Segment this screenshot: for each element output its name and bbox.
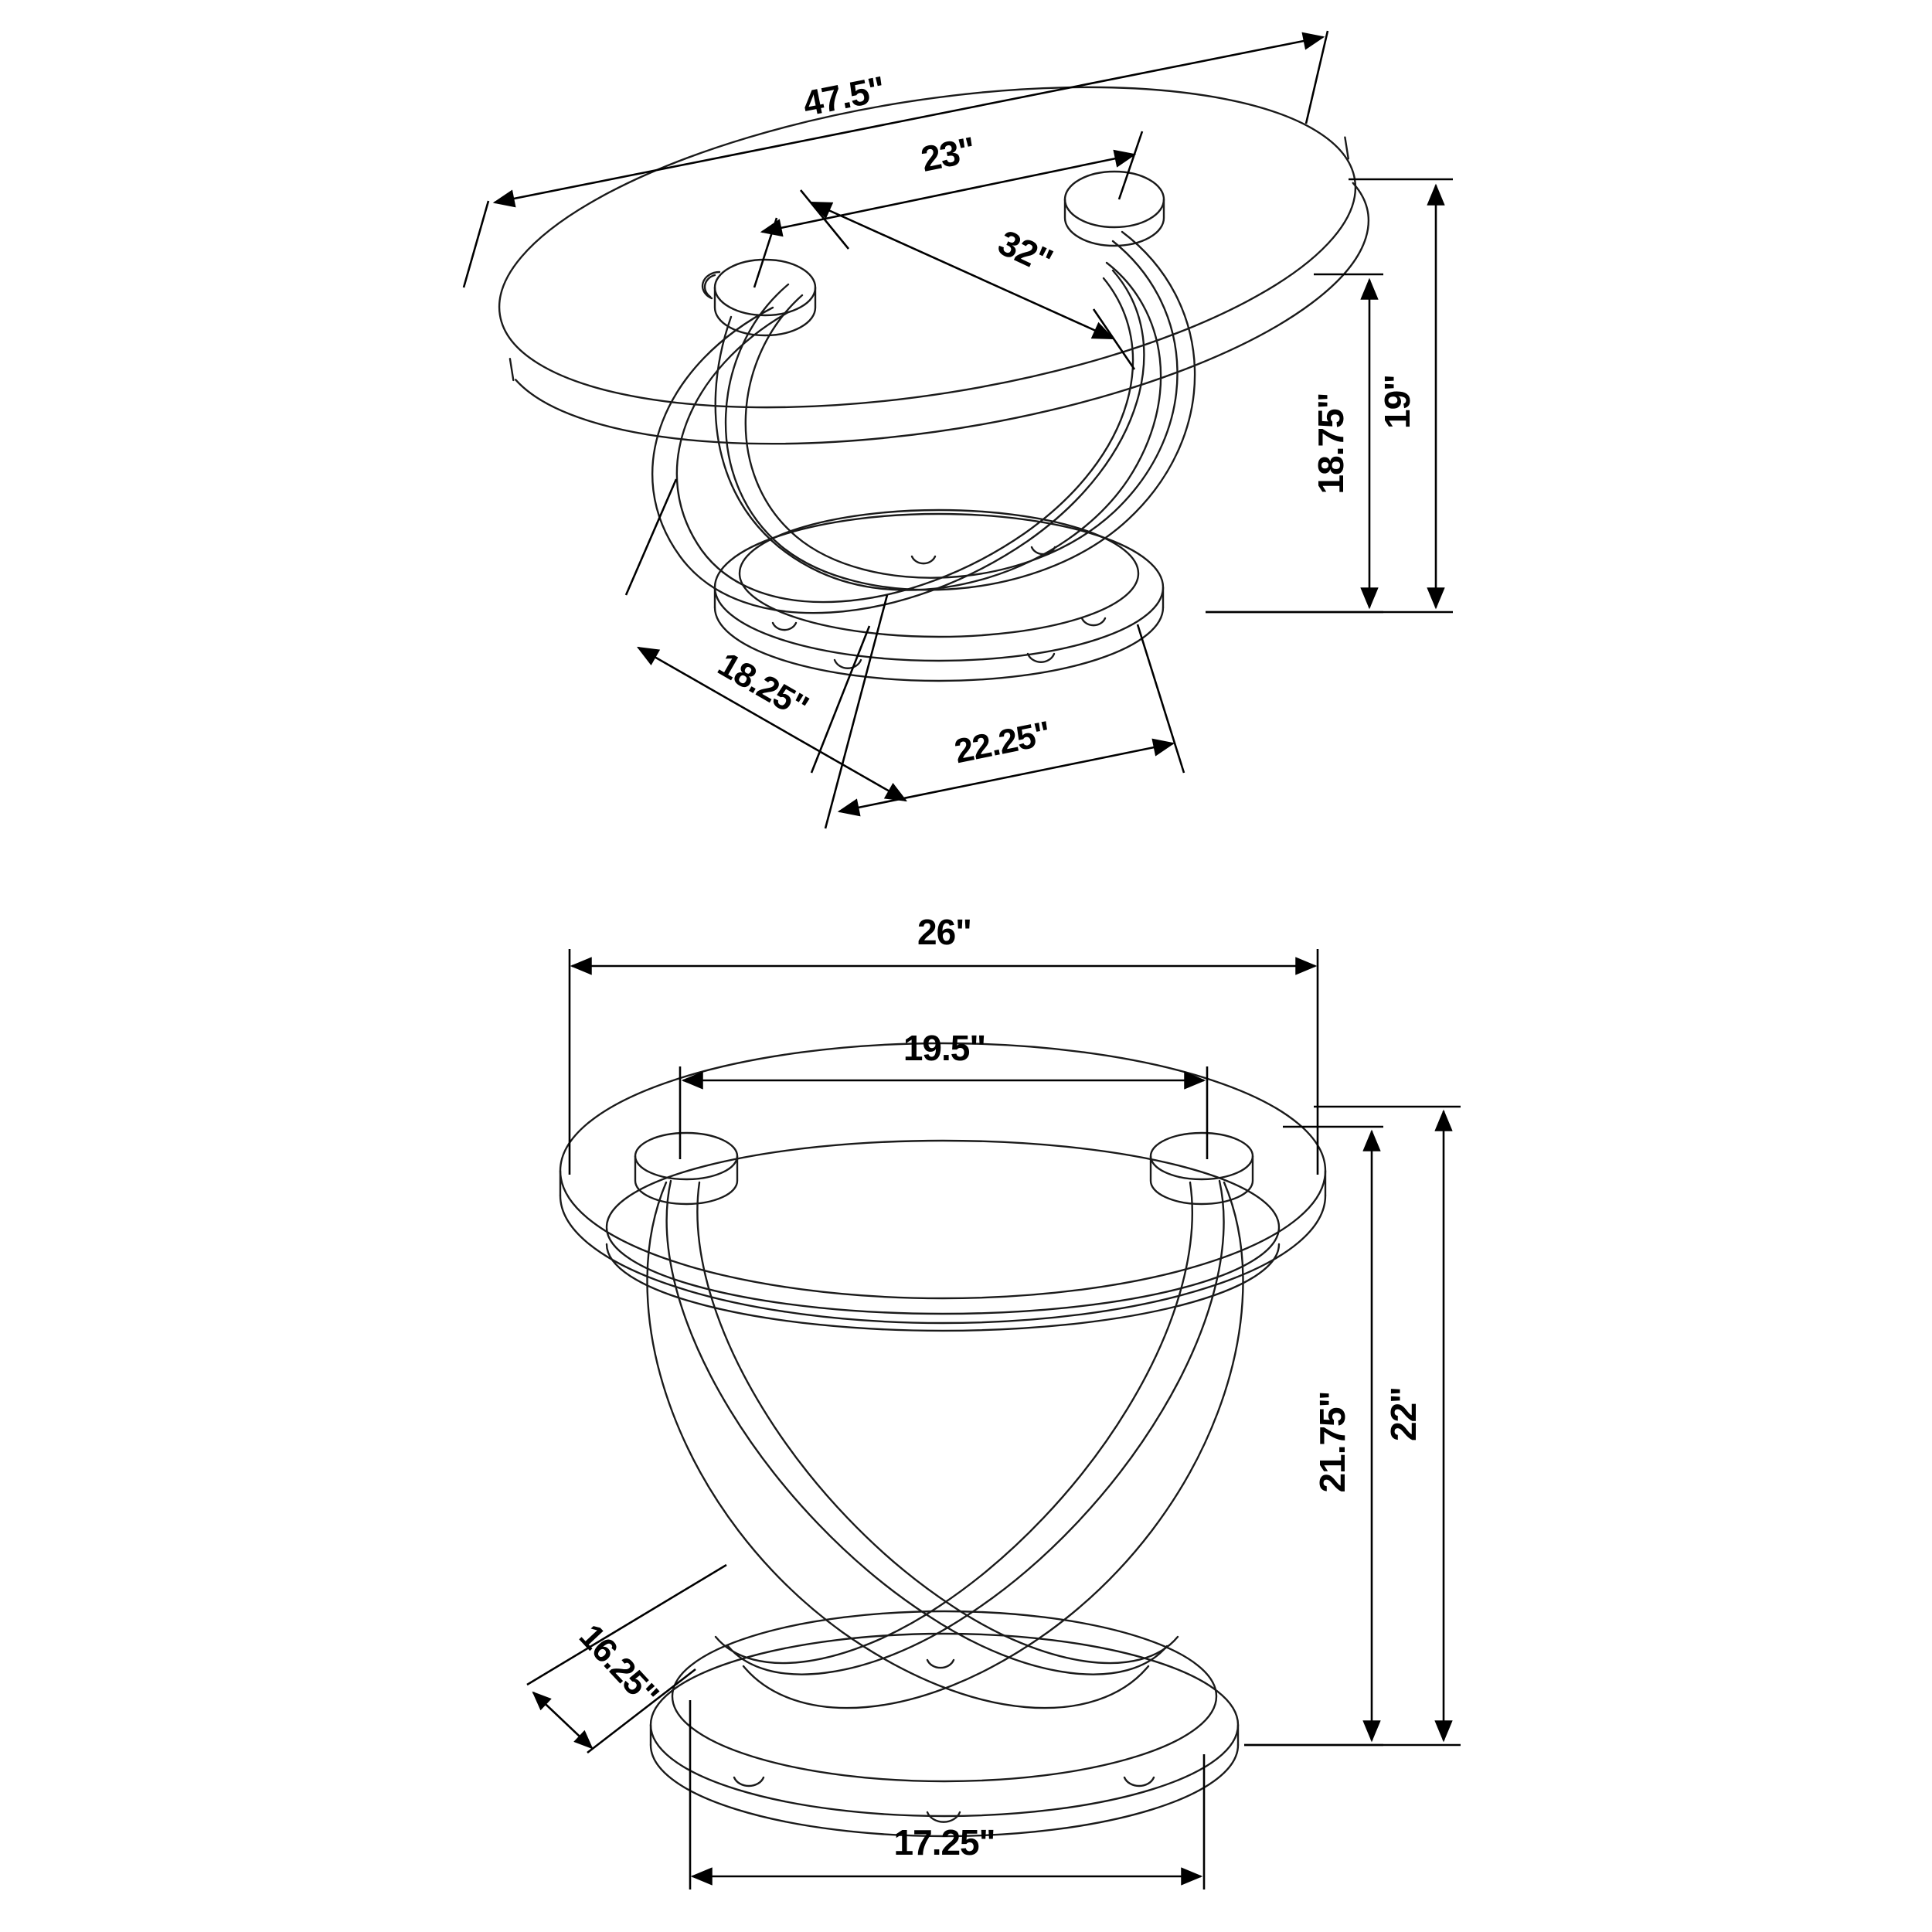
dim-round-base-depth: 16.25" xyxy=(526,1563,727,1754)
dim-label-16p25: 16.25" xyxy=(572,1617,665,1714)
dim-label-21p75: 21.75" xyxy=(1312,1392,1352,1493)
dim-round-top-diameter: 26" xyxy=(568,912,1319,1175)
round-puck-right xyxy=(1149,1131,1254,1206)
dim-round-height-glass: 21.75" xyxy=(1244,1125,1383,1747)
dim-oval-height-total: 19" xyxy=(1206,178,1453,614)
round-puck-left xyxy=(634,1131,739,1206)
dim-label-19p5: 19.5" xyxy=(903,1028,985,1068)
dim-label-18p75: 18.75" xyxy=(1311,393,1351,495)
dim-round-inner-diameter: 19.5" xyxy=(679,1028,1209,1159)
dim-label-22: 22" xyxy=(1383,1387,1423,1441)
round-table-base xyxy=(605,1139,1281,1838)
dim-round-height-total: 22" xyxy=(1244,1105,1461,1747)
dim-label-17p25: 17.25" xyxy=(894,1822,995,1862)
round-glass-top xyxy=(559,1042,1327,1325)
dim-label-26: 26" xyxy=(917,912,971,952)
dim-label-19: 19" xyxy=(1377,375,1417,429)
dim-round-base-width: 17.25" xyxy=(689,1700,1206,1889)
oval-table-base xyxy=(651,230,1196,682)
